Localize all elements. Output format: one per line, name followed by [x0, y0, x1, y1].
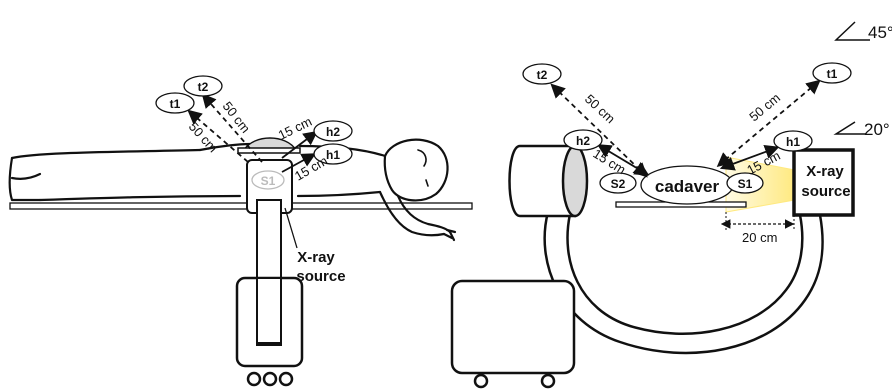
left-wheel-1	[246, 371, 262, 387]
left-source-pointer	[284, 207, 298, 249]
left-wheel-2	[262, 371, 278, 387]
right-dist-t2: 50 cm	[582, 91, 618, 126]
left-source-label-1: X-ray	[297, 249, 335, 266]
left-arrow-h1	[281, 153, 317, 173]
right-wheel-2	[540, 373, 556, 389]
left-dist-h1: 15 cm	[292, 153, 330, 184]
left-source-label-2: source	[296, 268, 345, 285]
right-arrow-h2	[596, 144, 650, 176]
right-detector	[508, 144, 589, 218]
right-arrow-h1	[719, 144, 780, 171]
right-source-label-2: source	[801, 183, 850, 200]
left-h2-marker	[313, 120, 353, 142]
gap-label: 20 cm	[742, 230, 777, 245]
left-h1-label: h1	[326, 148, 340, 162]
left-arrow-h2	[281, 130, 318, 159]
angle-45-label: 45°	[868, 23, 892, 42]
left-t1-marker	[155, 92, 195, 114]
right-t1-marker	[812, 62, 852, 84]
left-h1-marker	[313, 143, 353, 165]
lying-body	[8, 138, 457, 242]
right-h1-label: h1	[786, 135, 800, 149]
right-t2-marker	[522, 63, 562, 85]
right-t2-label: t2	[537, 68, 548, 82]
right-h1-marker	[773, 130, 813, 152]
right-view: cadaver S2 S1 X-ray source t2 t1 h2 h1 5…	[450, 62, 855, 389]
right-source-label-1: X-ray	[806, 163, 844, 180]
angle-20-label: 20°	[864, 120, 890, 139]
right-wheel-1	[473, 373, 489, 389]
right-t1-label: t1	[827, 67, 838, 81]
right-base-cabinet	[450, 279, 576, 375]
left-dist-t2: 50 cm	[220, 99, 254, 136]
left-t2-marker	[183, 75, 223, 97]
right-h2-marker	[563, 129, 603, 151]
left-arrow-t2	[201, 93, 263, 163]
left-wheel-3	[278, 371, 294, 387]
left-view: S1 t1 t2 h2 h1 50 cm 50 cm 15 cm 15 cm X…	[8, 75, 473, 387]
detector-plate	[237, 147, 301, 154]
angle-20-symbol: 20°	[833, 120, 890, 139]
right-s1-marker	[726, 172, 764, 194]
right-h2-label: h2	[576, 134, 590, 148]
left-s1-label: S1	[261, 174, 276, 188]
left-arrow-t1	[187, 109, 249, 163]
right-s2-label: S2	[611, 177, 626, 191]
angle-45-symbol: 45°	[834, 21, 892, 42]
right-dist-h2: 15 cm	[590, 146, 628, 177]
right-s1-label: S1	[738, 177, 753, 191]
left-t1-label: t1	[170, 97, 181, 111]
left-t2-label: t2	[198, 80, 209, 94]
cadaver-label: cadaver	[655, 177, 720, 196]
left-h2-label: h2	[326, 125, 340, 139]
left-table	[9, 202, 473, 210]
c-arm	[543, 210, 824, 355]
left-s1-marker	[251, 170, 285, 190]
right-dist-t1: 50 cm	[746, 90, 783, 124]
